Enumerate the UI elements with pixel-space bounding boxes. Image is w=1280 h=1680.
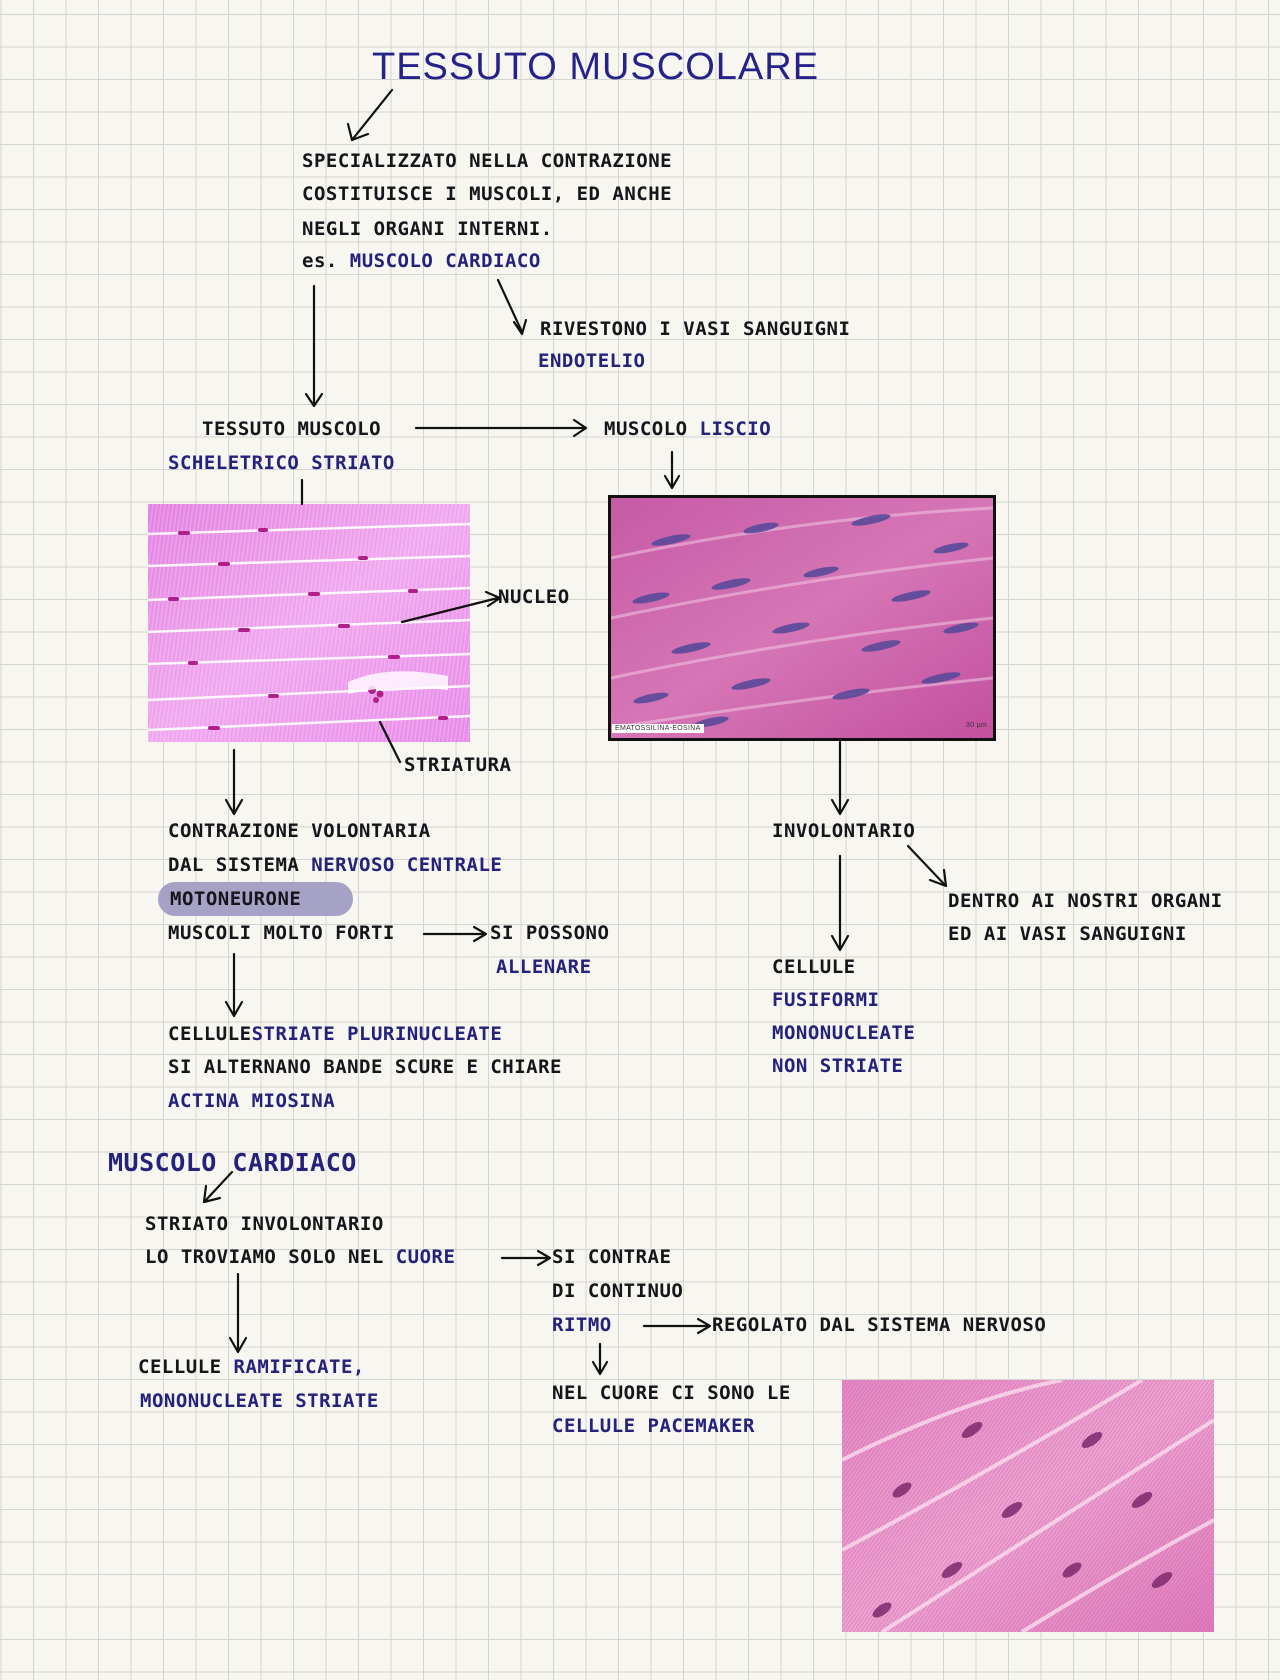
intro-example: es. MUSCOLO CARDIACO — [302, 252, 541, 271]
proteins-line: ACTINA MIOSINA — [168, 1090, 336, 1112]
skeletal-cells-prefix: CELLULE — [168, 1023, 252, 1045]
smooth-cells-line-2: FUSIFORMI — [772, 989, 880, 1011]
cardiac-line-2-prefix: LO TROVIAMO SOLO NEL — [145, 1246, 384, 1268]
arrow-cardiac-heading — [204, 1170, 234, 1202]
smooth-muscle-micrograph — [608, 495, 996, 741]
location-line-1: DENTRO AI NOSTRI ORGANI — [948, 890, 1223, 912]
contracts-line-1: SI CONTRAE — [552, 1246, 672, 1268]
skeletal-cells-term: STRIATE PLURINUCLEATE — [251, 1023, 503, 1045]
motoneuron: MOTONEURONE — [170, 888, 302, 910]
arrow-to-location — [906, 844, 946, 886]
intro-line-3: NEGLI ORGANI INTERNI. — [302, 218, 553, 240]
contraction-line-1: CONTRAZIONE VOLONTARIA — [168, 820, 431, 842]
trainable-line-1: SI POSSONO — [490, 922, 610, 944]
cardiac-cells-term: RAMIFICATE, — [233, 1356, 365, 1378]
intro-line-2: COSTITUISCE I MUSCOLI, ED ANCHE — [302, 183, 673, 205]
pacemaker-line-2: CELLULE PACEMAKER — [552, 1415, 755, 1437]
skeletal-title: TESSUTO MUSCOLO — [202, 418, 382, 440]
page-title: TESSUTO MUSCOLARE — [372, 46, 820, 88]
smooth-cells-line-3: MONONUCLEATE — [772, 1022, 916, 1044]
skeletal-muscle-micrograph — [148, 504, 470, 742]
skeletal-subtitle: SCHELETRICO STRIATO — [168, 452, 395, 474]
contraction-line-2: DAL SISTEMA NERVOSO CENTRALE — [168, 856, 502, 875]
bands-line: SI ALTERNANO BANDE SCURE E CHIARE — [168, 1056, 562, 1078]
cardiac-cells-prefix: CELLULE — [138, 1356, 222, 1378]
cardiac-cells: CELLULE RAMIFICATE, — [138, 1358, 365, 1377]
arrow-to-endothelium — [496, 278, 524, 334]
cardiac-line-2-term: CUORE — [395, 1246, 456, 1268]
involuntary-label: INVOLONTARIO — [772, 820, 916, 842]
cardiac-heading: MUSCOLO CARDIACO — [108, 1148, 357, 1177]
arrow-title-to-intro — [350, 88, 394, 142]
contraction-line-2-term: NERVOSO CENTRALE — [311, 854, 503, 876]
cardiac-muscle-micrograph — [842, 1380, 1214, 1632]
example-prefix: es. — [302, 250, 338, 272]
cardiac-line-1: STRIATO INVOLONTARIO — [145, 1213, 384, 1235]
motoneuron-highlight — [158, 882, 353, 916]
rhythm-regulated: REGOLATO DAL SISTEMA NERVOSO — [712, 1314, 1047, 1336]
nucleus-label: NUCLEO — [498, 586, 570, 608]
smooth-cells-line-4: NON STRIATE — [772, 1055, 904, 1077]
skeletal-cells: CELLULESTRIATE PLURINUCLEATE — [168, 1025, 502, 1044]
location-line-2: ED AI VASI SANGUIGNI — [948, 923, 1187, 945]
rhythm-label: RITMO — [552, 1314, 612, 1336]
smooth-cells-line-1: CELLULE — [772, 956, 856, 978]
contracts-line-2: DI CONTINUO — [552, 1280, 684, 1302]
striation-label: STRIATURA — [404, 754, 512, 776]
smooth-label-term: LISCIO — [699, 418, 772, 440]
arrow-to-nucleus — [400, 596, 500, 624]
endothelium-term: ENDOTELIO — [538, 350, 646, 372]
pacemaker-line-1: NEL CUORE CI SONO LE — [552, 1382, 791, 1404]
example-term: MUSCOLO CARDIACO — [349, 250, 541, 272]
cardiac-cells-line-2: MONONUCLEATE STRIATE — [140, 1390, 379, 1412]
stain-caption: EMATOSSILINA-EOSINA — [612, 724, 704, 733]
arrow-to-striation — [378, 720, 402, 764]
smooth-label: MUSCOLO LISCIO — [604, 420, 771, 439]
trainable-line-2: ALLENARE — [496, 956, 592, 978]
contraction-line-2-prefix: DAL SISTEMA — [168, 854, 300, 876]
intro-line-1: SPECIALIZZATO NELLA CONTRAZIONE — [302, 150, 673, 172]
scale-caption: 30 µm — [966, 722, 988, 729]
cardiac-line-2: LO TROVIAMO SOLO NEL CUORE — [145, 1248, 455, 1267]
strong-muscles: MUSCOLI MOLTO FORTI — [168, 922, 395, 944]
smooth-label-prefix: MUSCOLO — [604, 418, 688, 440]
endothelium-line: RIVESTONO I VASI SANGUIGNI — [540, 318, 851, 340]
